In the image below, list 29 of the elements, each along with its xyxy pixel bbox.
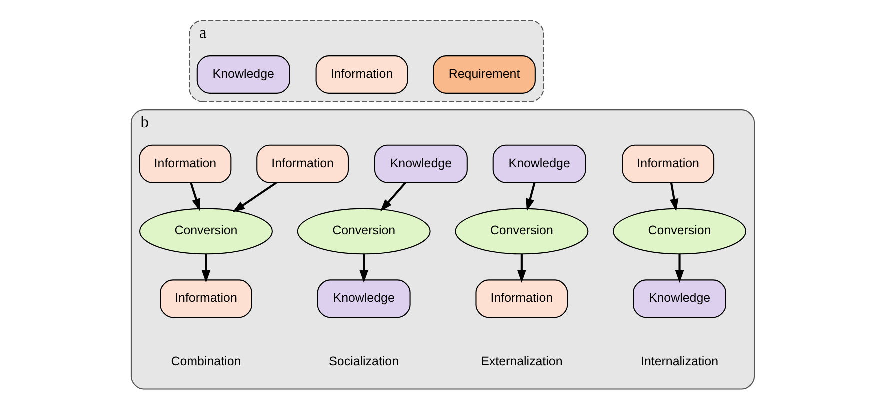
arrow bbox=[670, 182, 678, 212]
node-ellipse: Conversion bbox=[612, 208, 746, 255]
node-box: Information bbox=[475, 280, 568, 318]
node-box: Information bbox=[138, 144, 232, 184]
arrow bbox=[232, 182, 276, 213]
node-box: Knowledge bbox=[316, 280, 410, 318]
arrow bbox=[526, 182, 536, 212]
arrow bbox=[359, 254, 368, 284]
node-box: Knowledge bbox=[196, 56, 290, 94]
node-ellipse: Conversion bbox=[454, 208, 588, 255]
node-box: Information bbox=[315, 56, 408, 94]
label: Combination bbox=[170, 354, 241, 368]
arrow bbox=[190, 182, 200, 212]
node-ellipse: Conversion bbox=[296, 208, 430, 255]
label: Socialization bbox=[328, 354, 399, 368]
label: Internalization bbox=[640, 354, 718, 368]
arrow bbox=[380, 182, 406, 212]
node-box: Knowledge bbox=[374, 144, 468, 184]
node-box: Information bbox=[160, 280, 252, 318]
arrow bbox=[201, 254, 210, 284]
node-box: Knowledge bbox=[632, 280, 726, 318]
node-box: Information bbox=[256, 144, 349, 184]
node-box: Information bbox=[622, 144, 714, 184]
arrow bbox=[674, 254, 684, 284]
arrow bbox=[517, 254, 526, 284]
label: Externalization bbox=[480, 354, 562, 368]
node-box: Requirement bbox=[432, 56, 536, 94]
node-box: Knowledge bbox=[492, 144, 586, 184]
node-ellipse: Conversion bbox=[138, 208, 272, 255]
